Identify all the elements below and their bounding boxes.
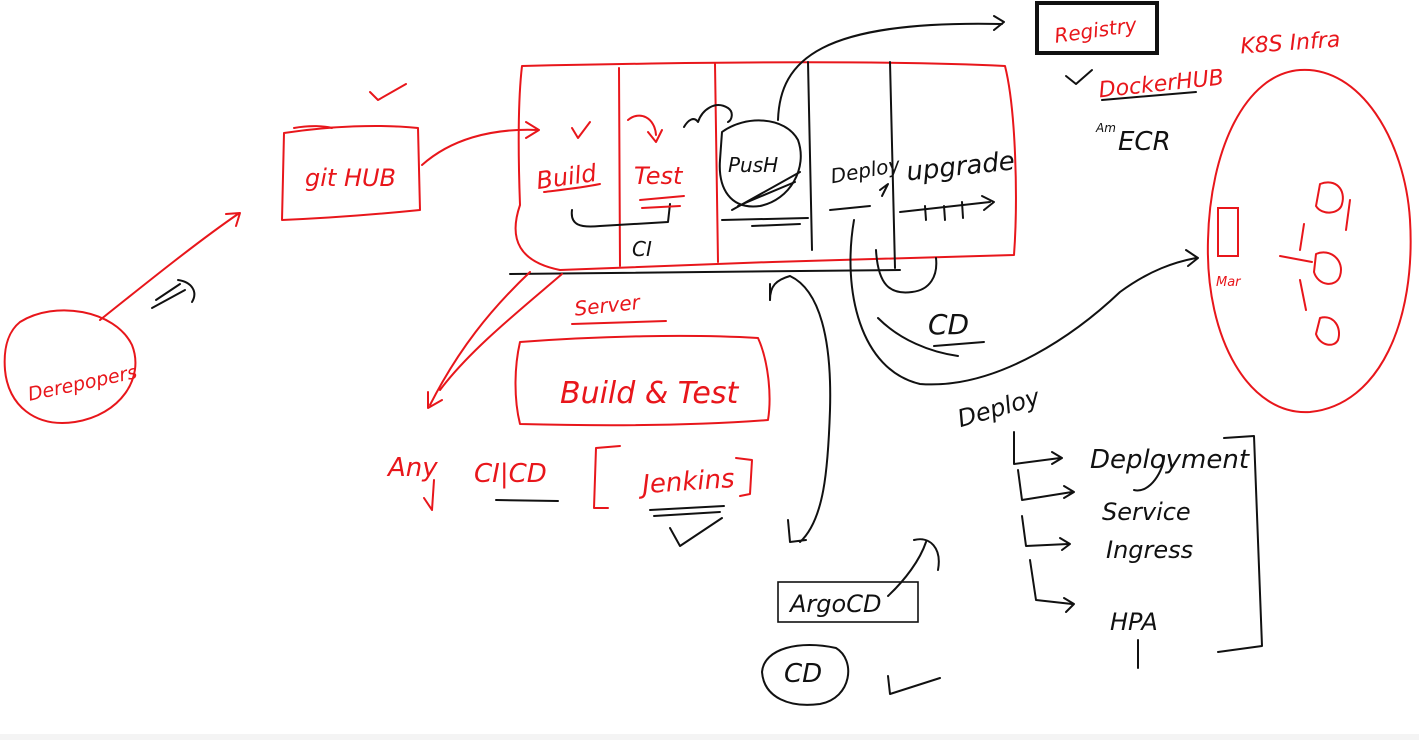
- push-label: PusH: [728, 153, 778, 177]
- push-stage: PusH: [683, 104, 809, 227]
- github-node: git HUB: [281, 124, 421, 221]
- ecr-prefix: Am: [1095, 121, 1116, 135]
- any-label: Any: [386, 453, 438, 483]
- github-to-build-arrow: [421, 121, 540, 166]
- k8s-infra-node: K8S Infra Mar: [1206, 28, 1412, 414]
- test-stage: Test CI: [627, 114, 685, 261]
- deploy-resources: Deploy Deployment Service Ingress HPA: [954, 383, 1263, 669]
- server-to-any-arrow: [427, 271, 563, 409]
- argocd-box: [777, 581, 919, 623]
- argocd-label: ArgoCD: [788, 590, 881, 618]
- worker-node-2: [1313, 251, 1342, 285]
- service-item: Service: [1102, 498, 1191, 526]
- divider-deploy-upgrade: [889, 61, 896, 269]
- ingress-item: Ingress: [1106, 536, 1193, 564]
- pipeline-box: [514, 61, 1017, 271]
- master-label: Mar: [1216, 275, 1242, 290]
- cicd-tools: Any CI|CD Jenkins: [386, 445, 753, 547]
- server-label: Server: [573, 290, 643, 321]
- jenkins-label: Jenkins: [636, 464, 735, 501]
- hpa-item: HPA: [1110, 608, 1158, 636]
- jenkins-bracket-right: [735, 457, 753, 497]
- argocd-check: [887, 675, 941, 695]
- registry-box: Registry: [1035, 1, 1159, 55]
- developers-label: Derepopers: [26, 361, 139, 406]
- server-node: Server Build & Test: [509, 269, 901, 427]
- cd-stage-label: CD: [928, 308, 969, 341]
- cd-stage: CD: [849, 219, 1199, 386]
- argocd-cd-label: CD: [784, 659, 822, 689]
- build-and-test-label: Build & Test: [560, 376, 739, 411]
- jenkins-bracket-left: [593, 445, 621, 509]
- dockerhub-entry: DockerHUB: [1065, 65, 1225, 103]
- upgrade-label: upgrade: [905, 146, 1016, 187]
- ci-label: CI: [632, 237, 652, 261]
- deployment-item: Deployment: [1090, 445, 1250, 475]
- master-node-rect: [1217, 207, 1239, 257]
- k8s-infra-label: K8S Infra: [1239, 28, 1341, 60]
- argocd-node: ArgoCD CD: [761, 538, 940, 706]
- dockerhub-label: DockerHUB: [1098, 65, 1225, 103]
- deploy-stage: Deploy upgrade: [829, 146, 1016, 221]
- deploy-stage-label: Deploy: [829, 152, 903, 188]
- test-label: Test: [634, 162, 684, 190]
- ecr-entry: Am ECR: [1095, 121, 1171, 157]
- divider-push-deploy: [807, 61, 813, 251]
- upgrade-to-argocd-curve: [769, 275, 832, 543]
- worker-node-3: [1315, 316, 1340, 346]
- push-double-arrow: [151, 279, 196, 309]
- deploy-note-label: Deploy: [954, 383, 1043, 433]
- github-label: git HUB: [305, 164, 396, 192]
- worker-node-1: [1315, 181, 1344, 214]
- dev-to-github-arrow: [99, 212, 241, 321]
- registry-label: Registry: [1053, 12, 1139, 47]
- push-to-registry-arrow: [777, 15, 1005, 121]
- divider-test-push: [714, 63, 719, 263]
- ecr-label: ECR: [1118, 127, 1171, 157]
- check-mark: [369, 83, 407, 101]
- canvas-bottom-strip: [0, 734, 1419, 740]
- developers-node: Derepopers: [3, 309, 139, 424]
- divider-build-test: [618, 67, 621, 267]
- cicd-label: CI|CD: [474, 459, 547, 489]
- registry-border: [1035, 1, 1159, 55]
